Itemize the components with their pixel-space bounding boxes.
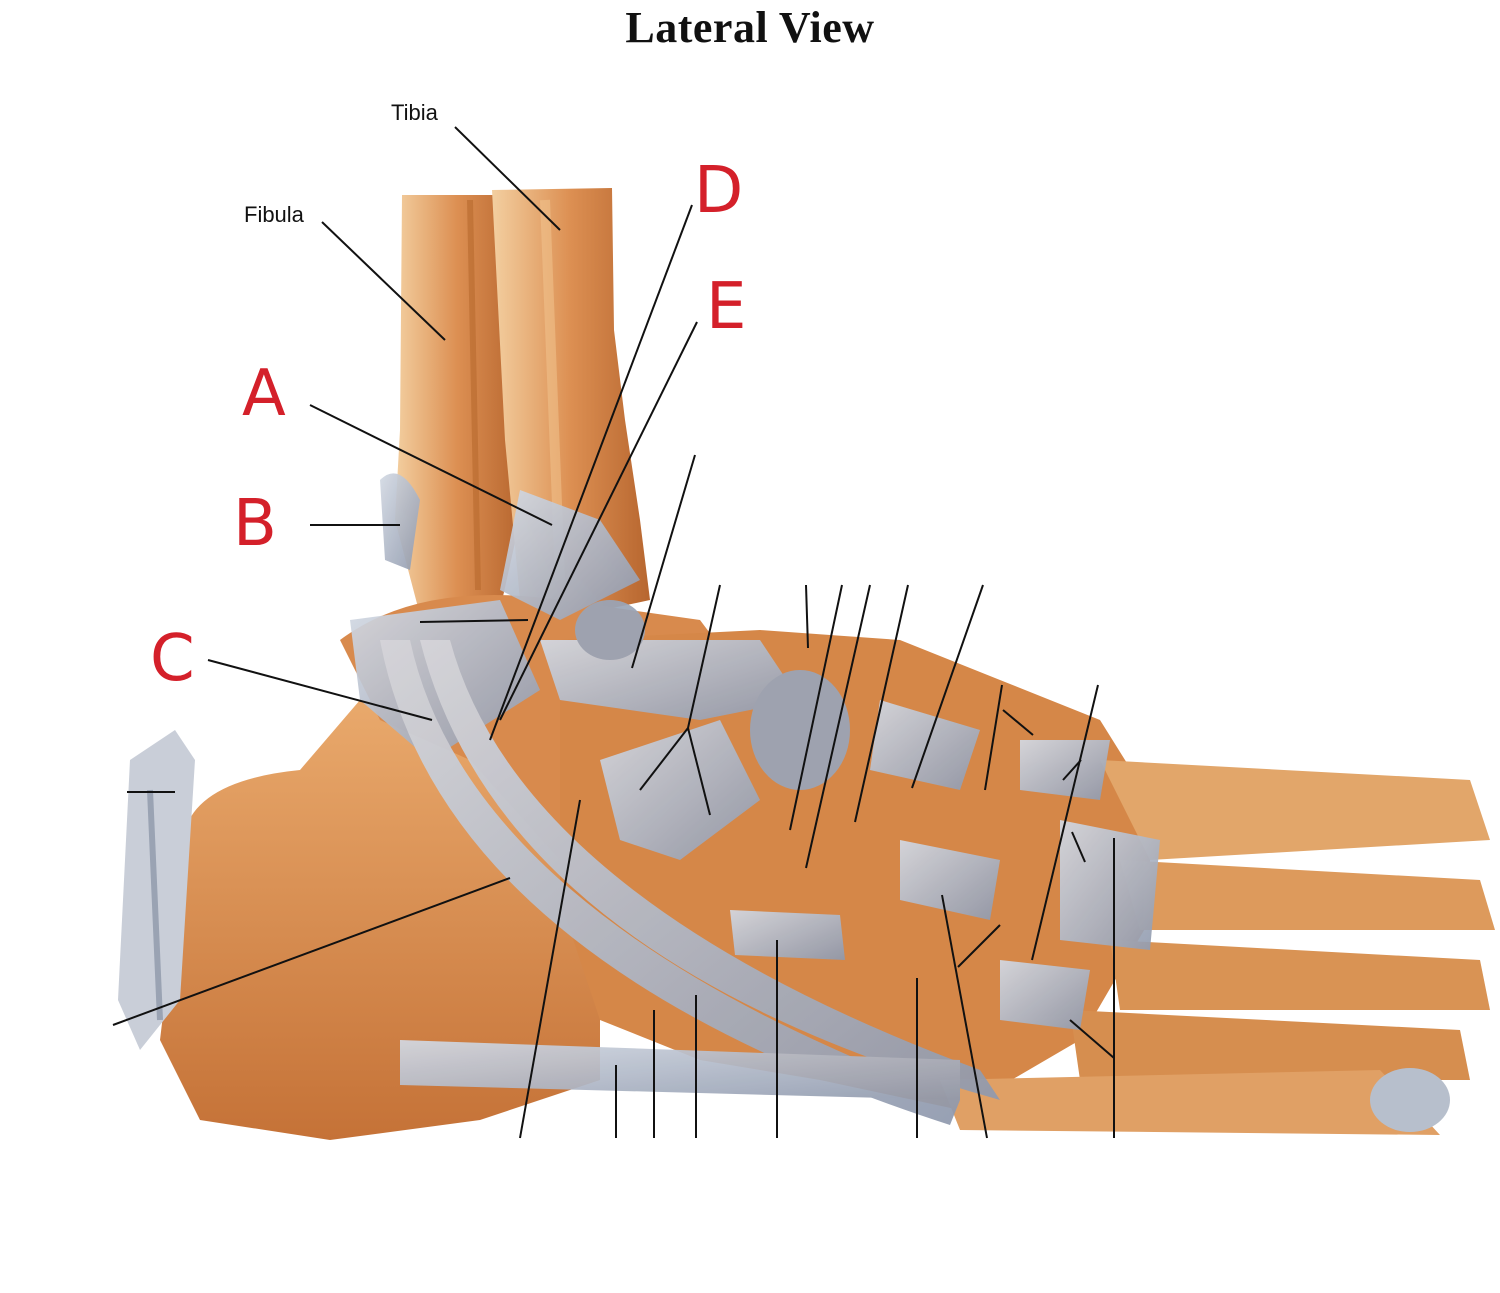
e-leader: [499, 321, 698, 721]
label-c: C: [150, 622, 195, 696]
fibula-leader: [321, 221, 446, 341]
bottom-leader-9: [1069, 1019, 1115, 1059]
leader-lines: [112, 126, 1115, 1139]
metatarsal-3: [1110, 940, 1490, 1010]
tarsal-ligament-1: [870, 700, 980, 790]
labels: Tibia Fibula A B C D E: [150, 100, 746, 696]
top-leader-15: [957, 924, 1001, 968]
d-leader-foot: [419, 619, 529, 623]
tibia-label: Tibia: [391, 100, 439, 125]
ligaments: [350, 473, 1160, 1125]
top-leader-4: [687, 727, 711, 816]
metatarsal-1: [1100, 760, 1490, 860]
metatarsal-2: [1120, 860, 1495, 930]
a-leader: [309, 404, 553, 526]
top-leader-6: [789, 584, 843, 831]
metatarsal-5: [940, 1070, 1440, 1135]
ligament-a-band: [500, 490, 640, 620]
tibia-leader: [454, 126, 561, 231]
top-leader-10: [984, 684, 1003, 791]
top-leader-11: [1002, 709, 1034, 736]
ligament-b-band: [380, 473, 420, 570]
fibula-bone: [395, 195, 520, 615]
tarsal-ligament-2: [1020, 740, 1110, 800]
fibula-label: Fibula: [244, 202, 305, 227]
heel-leader: [112, 877, 511, 1026]
tarsal-ligament-3: [900, 840, 1000, 920]
ligament-d-band: [540, 640, 800, 720]
top-leader-2: [687, 584, 721, 729]
plantar-ligament: [400, 1040, 960, 1100]
top-leader-9: [911, 584, 984, 789]
top-leader-12: [1031, 684, 1099, 961]
calcaneocuboid-ligament: [730, 910, 845, 960]
top-leader-1: [631, 454, 696, 669]
bottom-leader-1: [519, 799, 581, 1139]
figure-title: Lateral View: [625, 3, 875, 52]
label-e: E: [706, 270, 746, 344]
top-leader-3: [639, 727, 689, 791]
d-leader: [489, 204, 693, 741]
top-leader-7: [805, 584, 871, 869]
top-leader-13: [1062, 759, 1082, 781]
bottom-leader-7: [941, 894, 988, 1139]
tarsal-ligament-4: [1060, 820, 1160, 950]
label-b: B: [233, 487, 277, 561]
label-a: A: [242, 357, 286, 431]
c-leader: [207, 659, 433, 721]
ligament-e-band: [600, 720, 760, 860]
top-leader-14: [1071, 831, 1086, 863]
top-leader-5: [805, 584, 809, 649]
top-leader-8: [854, 584, 909, 823]
metatarsal-4: [1070, 1010, 1470, 1080]
label-d: D: [694, 154, 743, 228]
tarsal-ligament-5: [1000, 960, 1090, 1030]
